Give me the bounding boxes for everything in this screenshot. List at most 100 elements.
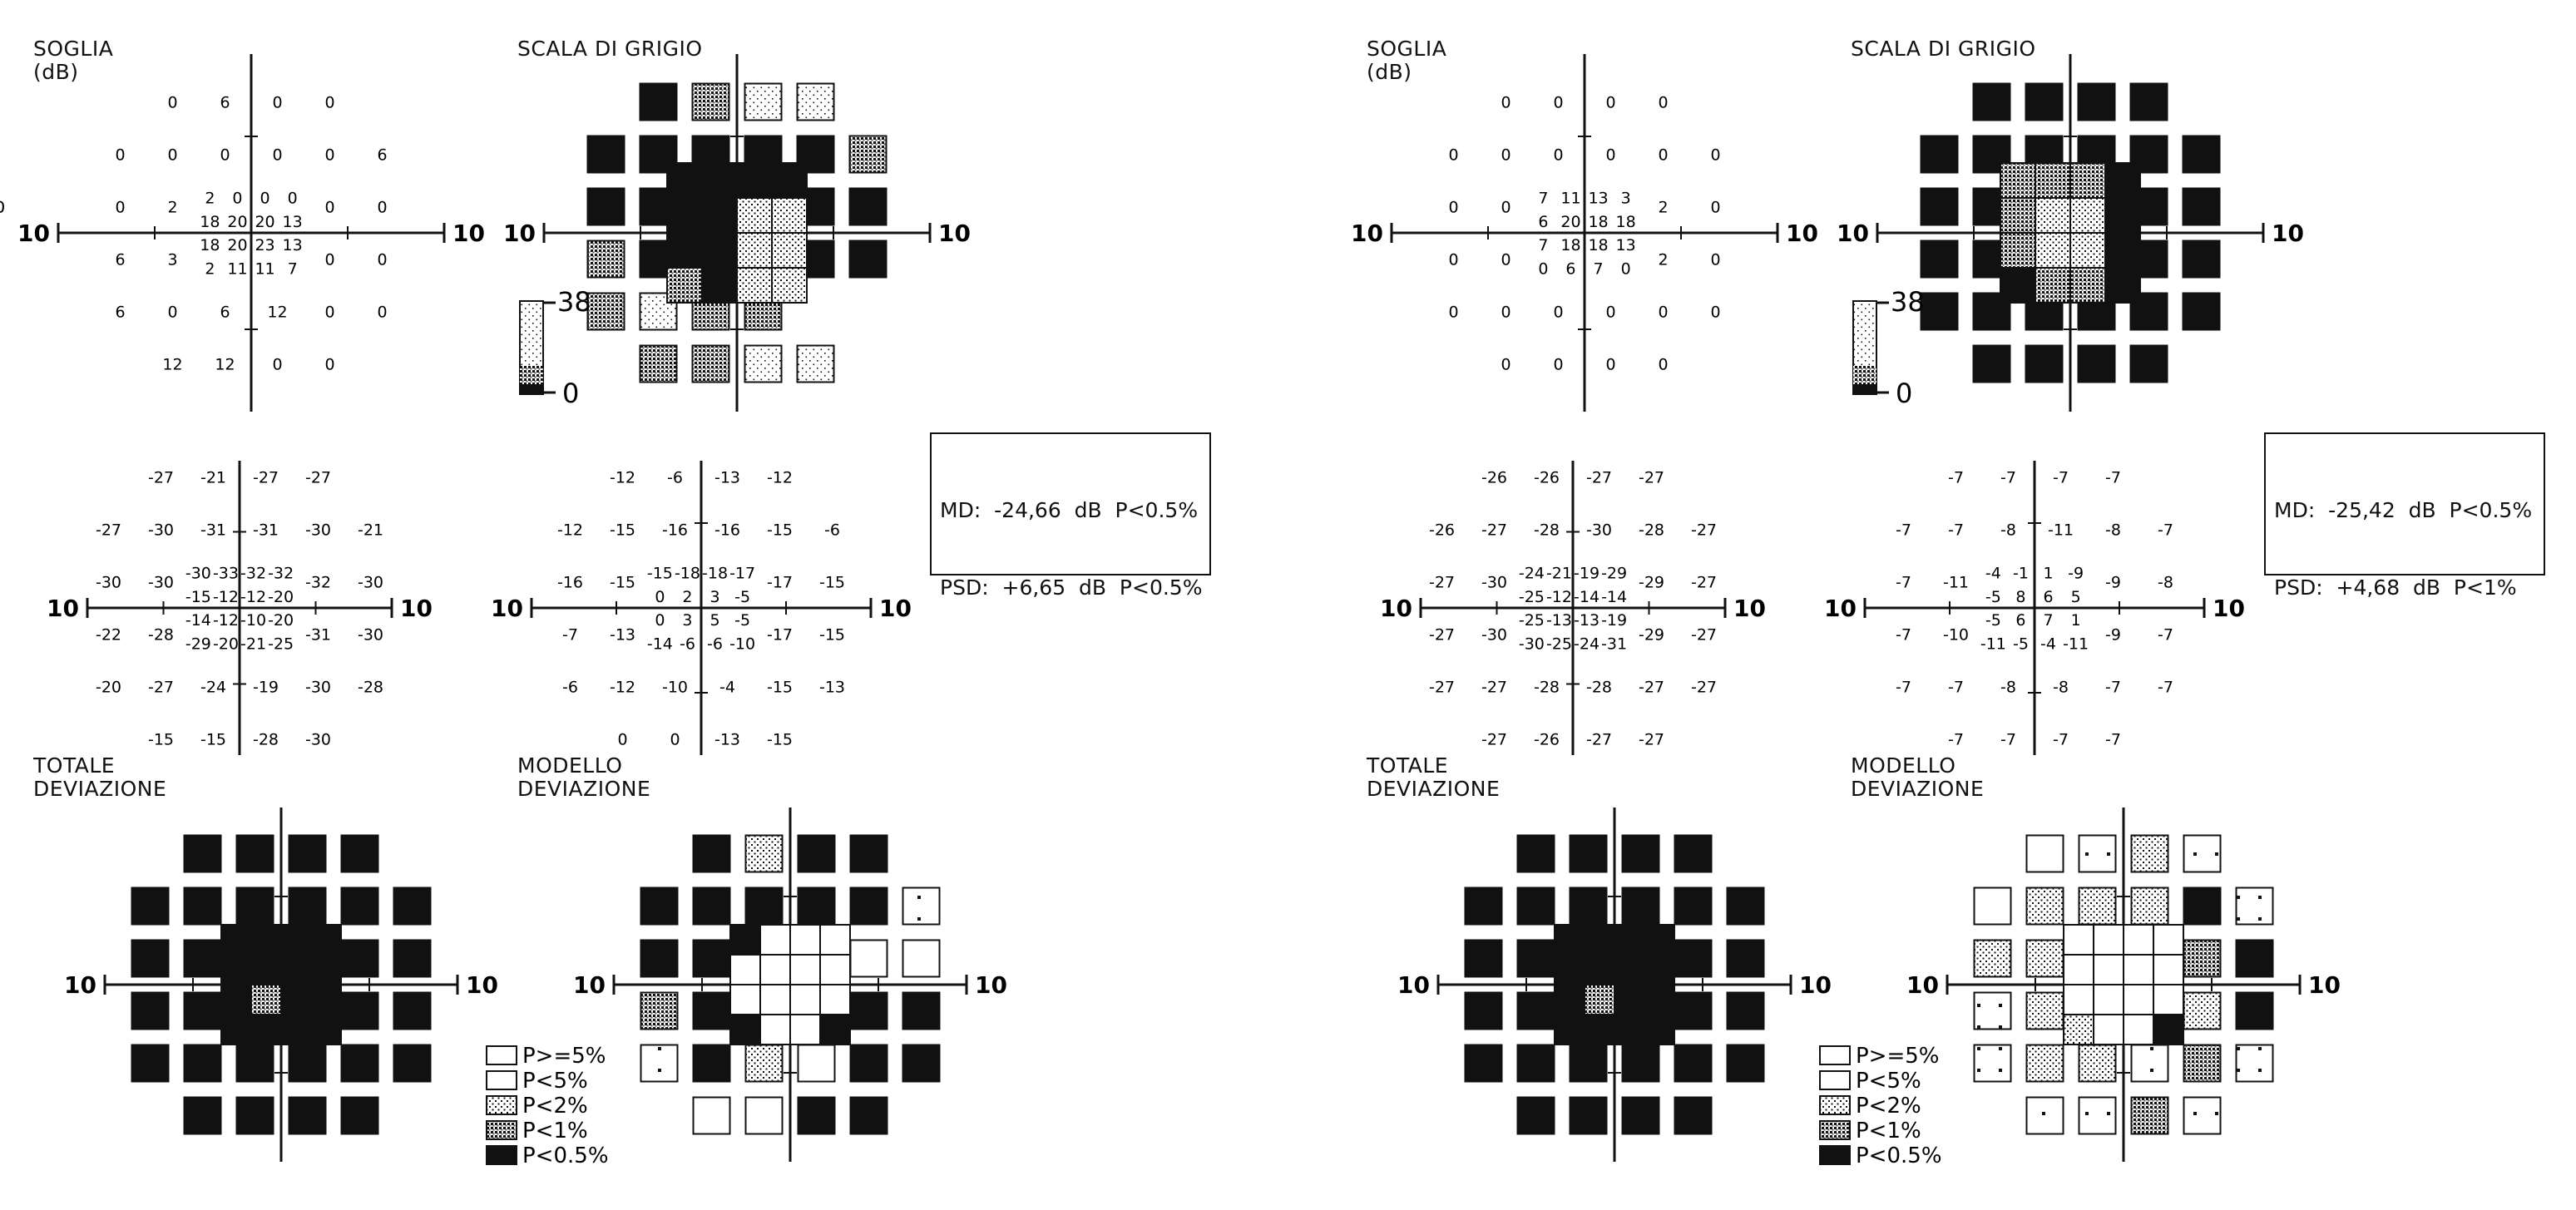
field-square: [2063, 954, 2094, 985]
value-label: 0: [617, 731, 627, 749]
field-square: [393, 887, 432, 926]
value-label: -24: [1574, 635, 1599, 654]
value-label: 0: [115, 146, 125, 165]
value-label: -17: [767, 626, 793, 645]
total-deviation-axes: 10 10: [47, 461, 433, 755]
value-label: -27: [305, 469, 331, 487]
value-label: 18: [200, 213, 220, 231]
field-square: [759, 1014, 791, 1045]
value-label: -31: [200, 521, 226, 540]
field-square: [2130, 1044, 2169, 1083]
value-label: -10: [729, 635, 755, 654]
value-label: 1: [2043, 564, 2053, 582]
value-label: 7: [1538, 236, 1548, 254]
value-label: 3: [710, 588, 719, 606]
field-square: [848, 187, 888, 226]
value-label: -25: [268, 635, 294, 654]
value-label: -7: [2105, 469, 2121, 487]
value-label: -27: [1481, 679, 1507, 697]
field-square: [744, 834, 784, 873]
md-value: MD: -24,66 dB P<0.5%: [940, 498, 1199, 522]
value-label: -7: [2158, 521, 2173, 540]
value-label: -27: [1429, 574, 1455, 592]
field-square: [288, 1044, 327, 1083]
field-square: [586, 240, 625, 279]
field-square: [1554, 1014, 1585, 1045]
value-label: -31: [1601, 635, 1627, 654]
field-square: [2035, 232, 2071, 269]
field-square: [2235, 991, 2274, 1030]
axis-label-right: 10: [400, 595, 433, 622]
value-label: -13: [714, 731, 740, 749]
value-label: -19: [253, 679, 279, 697]
field-square: [340, 1044, 379, 1083]
field-square: [744, 344, 783, 383]
label-soglia-unit: (dB): [1367, 60, 1412, 84]
field-square: [235, 887, 274, 926]
value-label: -9: [2105, 574, 2121, 592]
value-label: -27: [1481, 731, 1507, 749]
field-square: [1644, 1014, 1675, 1045]
value-label: 0: [167, 304, 177, 322]
value-label: -20: [213, 635, 239, 654]
total-deviation-values: -27-21-27-27-27-30-31-31-30-21-30-30-32-…: [96, 469, 383, 749]
field-square: [586, 135, 625, 174]
field-square: [1614, 954, 1645, 985]
field-square: [1644, 984, 1675, 1015]
field-square: [183, 887, 222, 926]
field-square: [640, 1044, 679, 1083]
value-label: 0: [1448, 146, 1458, 165]
value-label: 6: [2043, 588, 2053, 606]
field-square: [701, 162, 738, 199]
value-label: -5: [1985, 588, 2001, 606]
label-soglia: SOGLIA: [33, 37, 114, 61]
value-label: 0: [324, 146, 334, 165]
value-label: 0: [324, 251, 334, 269]
value-label: -17: [767, 574, 793, 592]
value-label: -27: [1429, 679, 1455, 697]
value-label: -27: [1691, 626, 1717, 645]
value-label: -16: [557, 574, 583, 592]
field-square: [183, 939, 222, 978]
value-label: -15: [610, 574, 635, 592]
field-square: [1972, 82, 2011, 121]
value-label: 0: [1605, 304, 1615, 322]
field-square: [1674, 887, 1713, 926]
field-square: [1516, 834, 1555, 873]
value-label: -30: [358, 626, 383, 645]
value-label: -13: [819, 679, 845, 697]
value-label: -27: [1691, 521, 1717, 540]
legend-swatch: [486, 1070, 517, 1090]
pattern-deviation-values: -12-6-13-12-12-15-16-16-15-6-16-15-17-15…: [557, 469, 845, 749]
value-label: -12: [240, 588, 266, 606]
field-square: [2123, 954, 2154, 985]
field-square: [771, 162, 808, 199]
field-square: [131, 939, 170, 978]
field-square: [183, 834, 222, 873]
value-label: -16: [714, 521, 740, 540]
value-label: 0: [377, 304, 387, 322]
field-square: [2183, 887, 2222, 926]
value-label: 0: [1501, 94, 1510, 112]
field-square: [2063, 984, 2094, 1015]
field-square: [288, 834, 327, 873]
field-square: [2025, 887, 2064, 926]
scale-min: 0: [1896, 378, 1912, 409]
legend-label: P<5%: [1856, 1069, 1921, 1094]
value-label: -27: [1691, 679, 1717, 697]
value-label: -28: [1534, 679, 1560, 697]
value-label: 0: [1658, 356, 1668, 374]
value-label: -12: [610, 469, 635, 487]
value-label: -25: [1519, 611, 1545, 630]
axis-label-left: 10: [47, 595, 79, 622]
axis-label-left: 10: [1397, 971, 1430, 999]
field-square: [1972, 344, 2011, 383]
axis-label-right: 10: [2272, 220, 2304, 247]
value-label: -30: [96, 574, 121, 592]
field-square: [1516, 887, 1555, 926]
field-square: [1621, 887, 1660, 926]
value-label: 13: [1588, 189, 1608, 207]
field-square: [183, 1096, 222, 1135]
